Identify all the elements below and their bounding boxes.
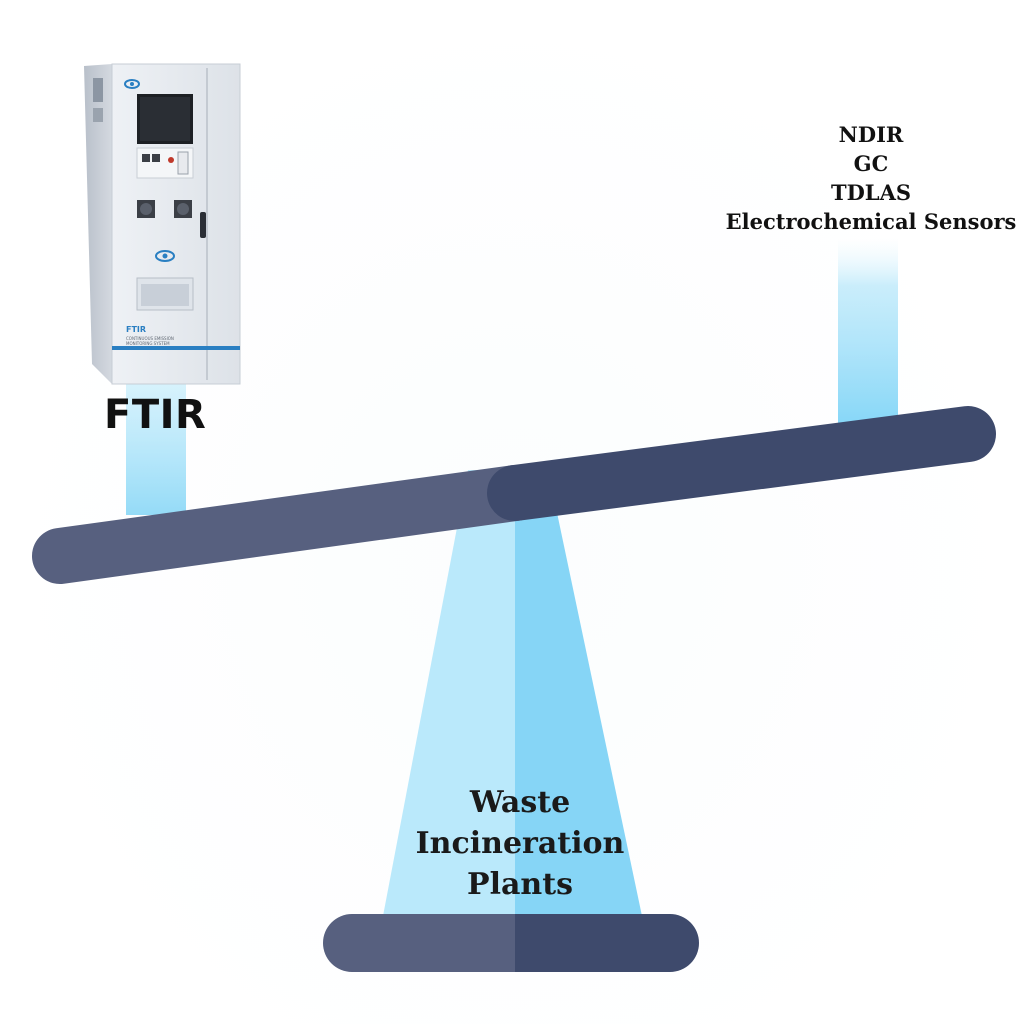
cems-cabinet-icon: FTIR CONTINUOUS EMISSION MONITORING SYST… <box>84 63 241 385</box>
method-ndir: NDIR <box>838 122 904 147</box>
caption-line-3: Plants <box>467 867 573 902</box>
seesaw-beam <box>32 406 996 584</box>
right-glow-column <box>838 238 898 428</box>
alternative-methods-list: NDIR GC TDLAS Electrochemical Sensors <box>712 120 1024 236</box>
left-glow-column <box>126 380 186 515</box>
caption-line-1: Waste <box>469 785 571 820</box>
fulcrum-cone <box>383 470 642 916</box>
method-electrochemical-sensors: Electrochemical Sensors <box>725 209 1017 234</box>
method-tdlas: TDLAS <box>830 180 912 205</box>
cabinet-panel-title: FTIR <box>126 325 146 334</box>
brand-logo-icon <box>124 79 140 89</box>
caption-line-2: Incineration <box>415 826 625 861</box>
ftir-label: FTIR <box>104 392 207 438</box>
cabinet-panel-line2: MONITORING SYSTEM <box>126 341 170 346</box>
method-gc: GC <box>853 151 889 176</box>
application-caption: Waste Incineration Plants <box>384 782 656 905</box>
seesaw-base <box>323 914 699 972</box>
cabinet-panel-line1: CONTINUOUS EMISSION <box>126 336 174 341</box>
